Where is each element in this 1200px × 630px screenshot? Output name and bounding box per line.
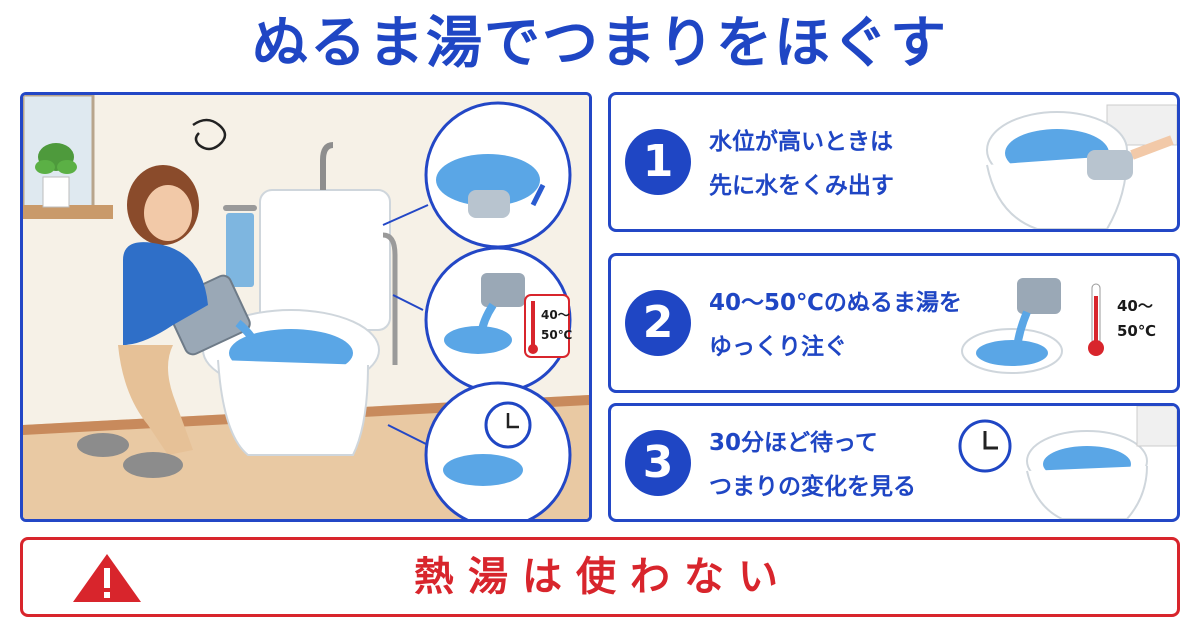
step-3-card: 3 30分ほど待って つまりの変化を見る bbox=[608, 403, 1180, 522]
step-2-card: 2 40～50℃のぬるま湯を ゆっくり注ぐ 40～ 50℃ bbox=[608, 253, 1180, 393]
arrow-up-icon bbox=[530, 183, 546, 207]
therm-label-line1: 40～ bbox=[541, 308, 570, 322]
step-2-illustration: 40～ 50℃ bbox=[961, 278, 1156, 374]
warning-text: 熱湯は使わない bbox=[414, 554, 792, 600]
dizzy-icon bbox=[192, 118, 227, 151]
step-3-line2: つまりの変化を見る bbox=[709, 474, 916, 500]
step-2-line1: 40～50℃のぬるま湯を bbox=[709, 290, 962, 316]
step-3-text: 30分ほど待って つまりの変化を見る bbox=[709, 421, 916, 509]
step-3-number: 3 bbox=[625, 430, 691, 496]
step-3-line1: 30分ほど待って bbox=[709, 430, 878, 456]
step-1-line1: 水位が高いときは bbox=[709, 129, 893, 155]
clock-icon bbox=[484, 401, 532, 449]
step-1-text: 水位が高いときは 先に水をくみ出す bbox=[709, 120, 894, 208]
step-1-number: 1 bbox=[625, 129, 691, 195]
step-2-therm-line1: 40～ bbox=[1117, 297, 1153, 315]
step-3-clock-icon bbox=[958, 419, 1012, 473]
step-2-number: 2 bbox=[625, 290, 691, 356]
step-2-thermometer-icon: 40～ 50℃ bbox=[1088, 283, 1156, 356]
step-2-therm-line2: 50℃ bbox=[1117, 322, 1156, 340]
thermometer-icon: 40～ 50℃ bbox=[524, 294, 572, 358]
therm-label-line2: 50℃ bbox=[541, 328, 572, 342]
warning-banner: 熱湯は使わない bbox=[20, 537, 1180, 617]
step-1-illustration bbox=[986, 104, 1177, 229]
warning-icon bbox=[73, 554, 141, 602]
step-1-card: 1 水位が高いときは 先に水をくみ出す bbox=[608, 92, 1180, 232]
step-1-line2: 先に水をくみ出す bbox=[709, 173, 894, 199]
page-title: ぬるま湯でつまりをほぐす bbox=[252, 11, 948, 76]
step-3-illustration bbox=[958, 406, 1177, 519]
scene-illustration: 40～ 50℃ bbox=[20, 92, 592, 522]
step-2-line2: ゆっくり注ぐ bbox=[709, 334, 847, 360]
step-2-text: 40～50℃のぬるま湯を ゆっくり注ぐ bbox=[709, 281, 962, 369]
